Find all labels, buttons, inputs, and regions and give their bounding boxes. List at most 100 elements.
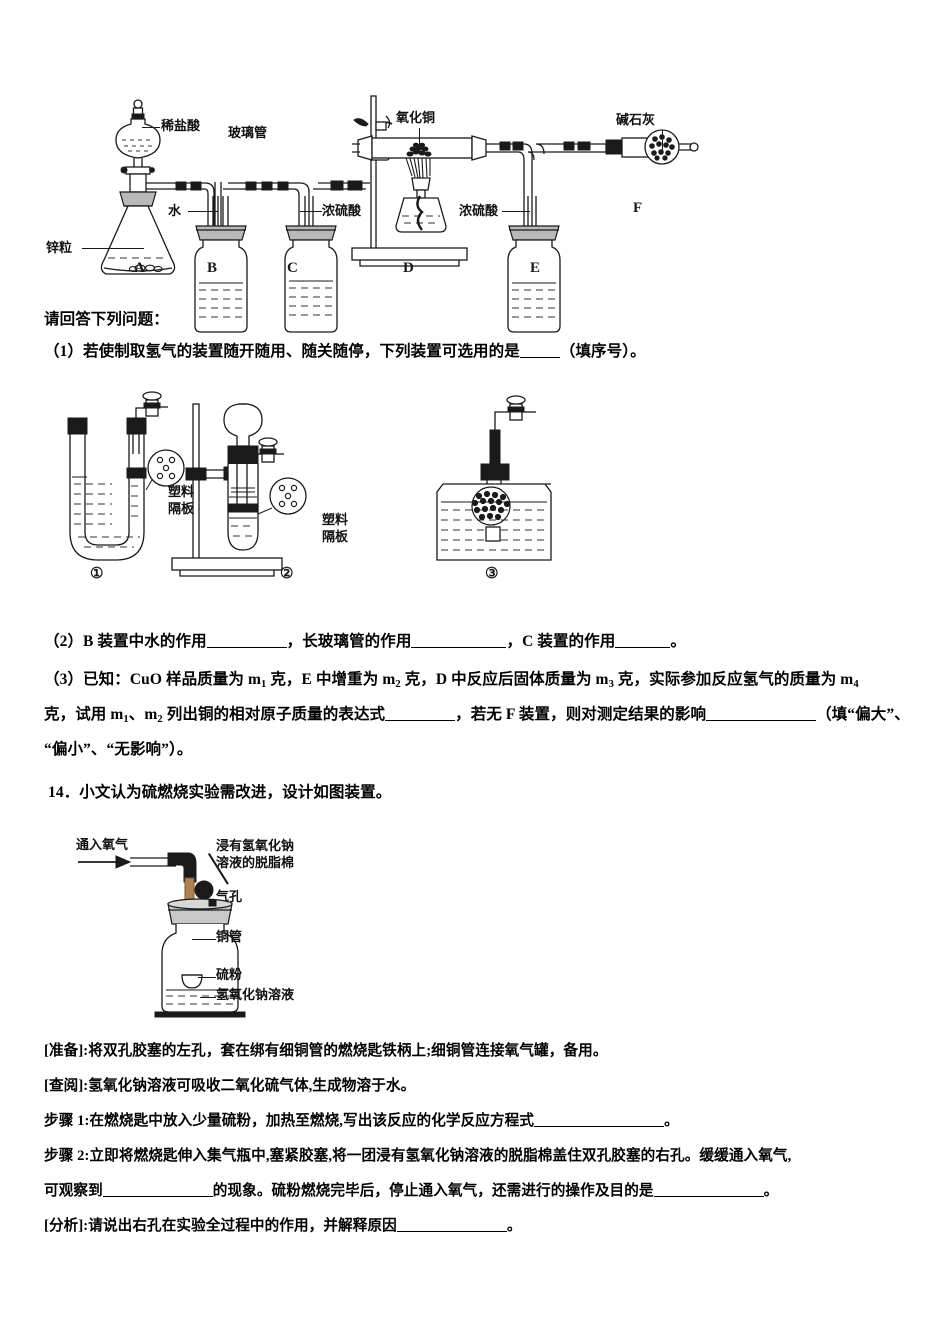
- leader-sulfur: [198, 977, 216, 978]
- caption-F: F: [633, 200, 643, 216]
- label-glass-tube: 玻璃管: [228, 125, 268, 140]
- tube-E-to-F: [527, 141, 612, 161]
- label-air-hole: 气孔: [216, 889, 243, 904]
- plastic-partition-1-line2: 隔板: [168, 500, 195, 516]
- plastic-partition-2-line1: 塑料: [322, 512, 349, 527]
- figure3-svg: [78, 852, 246, 1018]
- q3-sub-m4: 4: [853, 678, 859, 690]
- caption-D: D: [403, 260, 414, 276]
- label-sulfur-powder: 硫粉: [216, 967, 243, 982]
- label-naoh-soaked-cotton: 浸有氢氧化钠 溶液的脱脂棉: [216, 838, 294, 872]
- leader-cuo: [419, 128, 420, 154]
- caption-option-2: ②: [280, 566, 294, 582]
- preparation-line: [准备]:将双孔胶塞的左孔，套在绑有细铜管的燃烧匙铁柄上;细铜管连接氧气罐，备用…: [44, 1043, 608, 1059]
- apparatus-F: [605, 129, 699, 165]
- apparatus-E: [507, 196, 561, 333]
- q3-l2-d: ，若无 F 装置，则对测定结果的影响: [455, 706, 707, 723]
- q3-l2-e: （填“偏大”、: [816, 706, 910, 723]
- q3-sub-m2: 2: [395, 678, 401, 690]
- step-2-blank-1[interactable]: [102, 1196, 213, 1197]
- step-2-observe: 可观察到: [44, 1183, 103, 1199]
- plastic-partition-2-line2: 隔板: [322, 528, 349, 544]
- step-1-blank[interactable]: [534, 1126, 665, 1127]
- question-2-seg2: ，长玻璃管的作用: [286, 633, 412, 650]
- plastic-partition-1-line1: 塑料: [168, 484, 195, 499]
- figure-hydrogen-reduces-copper-oxide: 稀盐酸 玻璃管 氧化铜 碱石灰 锌粒 水 浓硫酸 浓硫酸 A B C D E F: [0, 78, 950, 333]
- step-2-line-2: 可观察到的现象。硫粉燃烧完毕后，停止通入氧气，还需进行的操作及目的是。: [44, 1180, 944, 1203]
- analysis-blank[interactable]: [396, 1231, 507, 1232]
- caption-option-3: ③: [485, 566, 499, 582]
- step-2-period: 。: [763, 1183, 779, 1199]
- question-2-seg1: （2）B 装置中水的作用: [44, 633, 207, 650]
- label-oxygen-inlet: 通入氧气: [76, 837, 129, 852]
- question-2-blank-2[interactable]: [411, 647, 507, 648]
- cotton-line-1: 浸有氢氧化钠: [216, 838, 295, 853]
- figure1-svg: [100, 95, 699, 333]
- question-14-stem: 14．小文认为硫燃烧实验需改进，设计如图装置。: [48, 784, 392, 801]
- q3-l1-d: 克，实际参加反应氢气的质量为 m: [613, 671, 854, 688]
- label-plastic-partition-2: 塑料 隔板: [322, 512, 348, 546]
- leader-h2so4-e: [502, 211, 530, 212]
- question-3-line-1: （3）已知：CuO 样品质量为 m1 克，E 中增重为 m2 克，D 中反应后固…: [44, 668, 934, 693]
- leader-sodalime: [662, 130, 663, 151]
- label-soda-lime: 碱石灰: [616, 112, 656, 127]
- label-plastic-partition-1: 塑料 隔板: [168, 484, 194, 518]
- step-2-blank-2[interactable]: [653, 1196, 764, 1197]
- caption-C: C: [287, 260, 298, 276]
- q3-l1-c: 克，D 中反应后固体质量为 m: [400, 671, 609, 688]
- question-2-seg4: 。: [670, 633, 686, 650]
- leader-water: [188, 211, 218, 212]
- tube-B-to-C: [223, 181, 310, 228]
- question-3-line-3: “偏小”、“无影响”）。: [44, 741, 193, 758]
- analysis-line: [分析]:请说出右孔在实验全过程中的作用，并解释原因 。: [44, 1215, 934, 1238]
- q3-l2-sub-m2: 2: [157, 713, 163, 725]
- q3-sub-m3: 3: [608, 678, 614, 690]
- figure2-svg: [67, 391, 552, 577]
- leader-copper-tube: [192, 939, 216, 940]
- question-1-prefix: （1）若使制取氢气的装置随开随用、随关随停，下列装置可选用的是: [44, 343, 520, 360]
- caption-option-1: ①: [90, 566, 104, 582]
- q3-l2-sub-m1: 1: [123, 713, 129, 725]
- apparatus-A: [100, 99, 176, 275]
- analysis-text: [分析]:请说出右孔在实验全过程中的作用，并解释原因: [44, 1218, 397, 1234]
- question-2-seg3: ，C 装置的作用: [506, 633, 616, 650]
- label-dilute-hydrochloric-acid: 稀盐酸: [161, 118, 201, 133]
- question-1-suffix: （填序号）。: [559, 343, 646, 360]
- tube-C-to-D: [313, 180, 370, 191]
- question-2-blank-1[interactable]: [206, 647, 287, 648]
- analysis-period: 。: [506, 1218, 522, 1234]
- step-1-period: 。: [664, 1113, 679, 1129]
- reference-line: [查阅]:氢氧化钠溶液可吸收二氧化硫气体,生成物溶于水。: [44, 1078, 416, 1094]
- figure-hydrogen-generator-options: 塑料 隔板 塑料 隔板 ① ② ③: [0, 391, 950, 592]
- label-water: 水: [168, 203, 182, 218]
- q3-l1-b: 克，E 中增重为 m: [266, 671, 396, 688]
- question-2-blank-3[interactable]: [615, 647, 671, 648]
- tube-A-to-B: [168, 181, 215, 228]
- answer-prompt: 请回答下列问题：: [44, 311, 169, 328]
- question-1-blank[interactable]: [519, 357, 560, 358]
- apparatus-D: [351, 95, 494, 267]
- tube-D-to-E: [494, 141, 533, 228]
- q3-sub-m1: 1: [260, 678, 267, 690]
- step-1-text: 步骤 1:在燃烧匙中放入少量硫粉，加热至燃烧,写出该反应的化学反应方程式: [44, 1113, 535, 1129]
- q3-l2-a: 克，试用 m: [44, 706, 124, 723]
- question-3-blank-2[interactable]: [706, 720, 817, 721]
- leader-hcl: [142, 127, 160, 128]
- question-3-blank-1[interactable]: [385, 720, 456, 721]
- label-copper-tube: 铜管: [216, 929, 243, 944]
- label-zinc-granules: 锌粒: [46, 240, 73, 255]
- question-2: （2）B 装置中水的作用 ，长玻璃管的作用 ，C 装置的作用 。: [44, 630, 924, 654]
- leader-zinc: [82, 248, 144, 249]
- caption-B: B: [207, 260, 218, 276]
- option-1-u-tube: [67, 391, 185, 561]
- leader-h2so4-c: [300, 211, 322, 212]
- question-1: （1）若使制取氢气的装置随开随用、随关随停，下列装置可选用的是 （填序号）。: [44, 340, 924, 364]
- step-2-line-1: 步骤 2:立即将燃烧匙伸入集气瓶中,塞紧胶塞,将一团浸有氢氧化钠溶液的脱脂棉盖住…: [44, 1148, 792, 1164]
- label-conc-sulfuric-acid-c: 浓硫酸: [322, 203, 362, 218]
- q3-l2-c: 列出铜的相对原子质量的表达式: [162, 706, 386, 723]
- step-1: 步骤 1:在燃烧匙中放入少量硫粉，加热至燃烧,写出该反应的化学反应方程式 。: [44, 1110, 934, 1133]
- leader-naoh: [200, 997, 216, 998]
- figure-sulfur-combustion-apparatus: 通入氧气 浸有氢氧化钠 溶液的脱脂棉 气孔 铜管 硫粉 氢氧化钠溶液: [0, 820, 950, 1020]
- option-3-beaker: [436, 395, 552, 561]
